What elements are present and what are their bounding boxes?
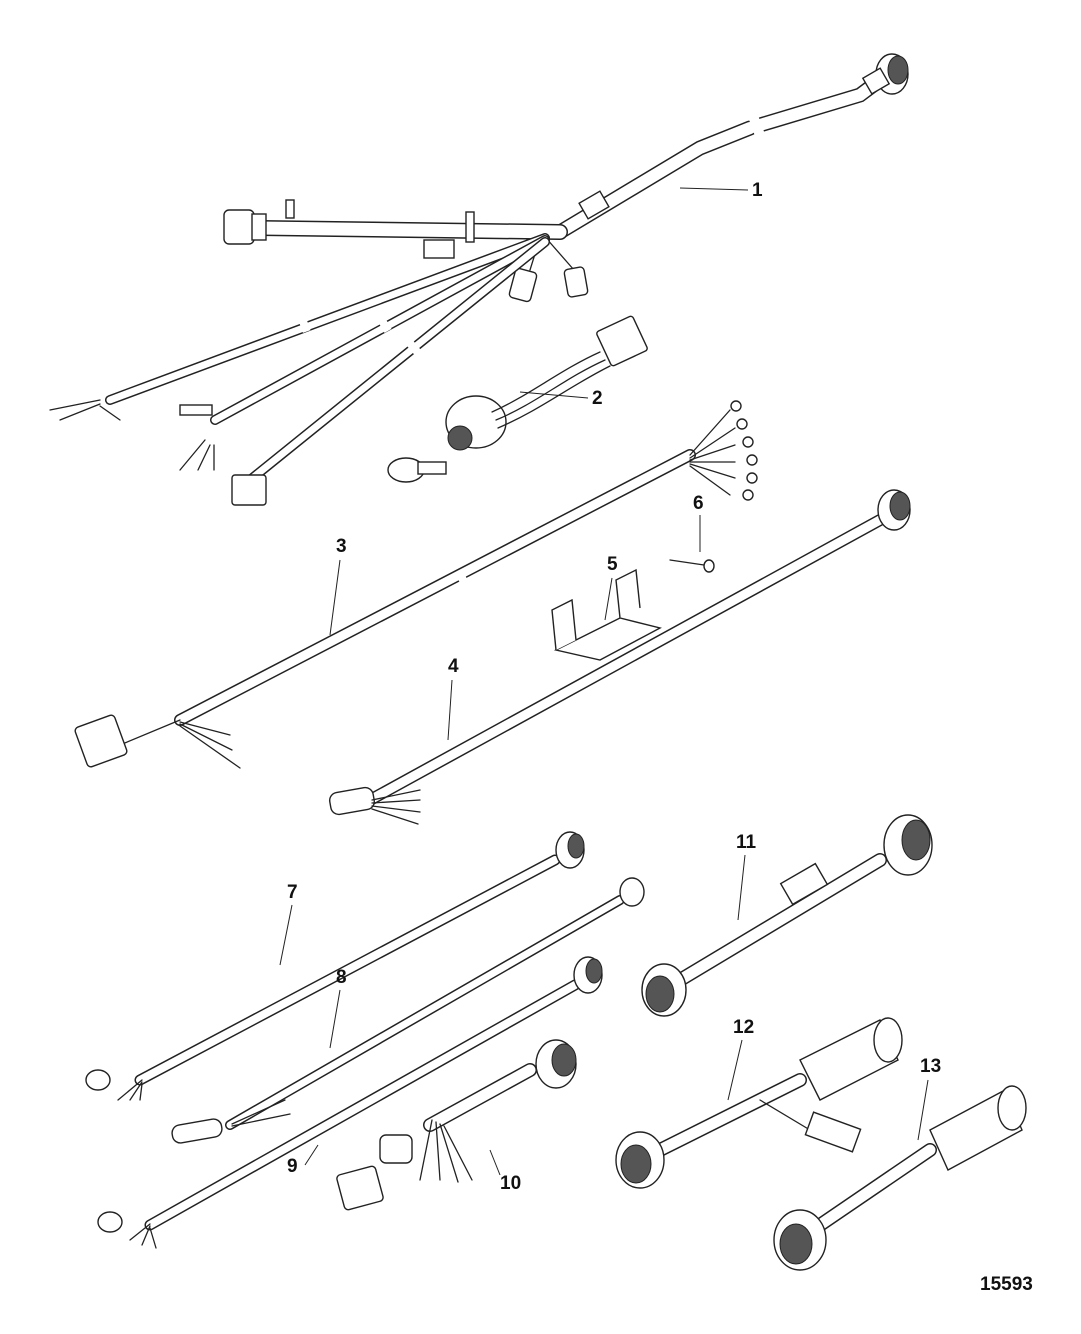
- part-12-adapter: [615, 1017, 903, 1189]
- callout-2: 2: [592, 388, 603, 409]
- part-11-adapter: [641, 814, 933, 1017]
- part-9-harness: [97, 956, 603, 1249]
- callout-5: 5: [607, 554, 618, 575]
- part-4-harness: [328, 489, 911, 825]
- part-7-harness: [85, 831, 585, 1101]
- part-3-harness: [74, 400, 758, 769]
- callout-11: 11: [736, 832, 757, 853]
- callout-9: 9: [287, 1156, 298, 1177]
- callout-4: 4: [448, 656, 459, 677]
- callout-3: 3: [336, 536, 347, 557]
- part-5-bracket: [551, 568, 662, 661]
- part-2-ignition-switch: [387, 315, 648, 483]
- part-1-round-connector: [861, 53, 909, 95]
- part-8-harness: [171, 877, 645, 1144]
- part-1-branch-terminals: [49, 399, 267, 506]
- part-1-small-connectors: [423, 237, 589, 303]
- callouts: 1 2 3 4 5 6 7 8 9 10 11 12 13: [287, 180, 941, 1194]
- figure-number: 15593: [980, 1274, 1033, 1295]
- part-13-adapter: [773, 1085, 1027, 1271]
- part-10-harness: [336, 1039, 577, 1211]
- callout-12: 12: [733, 1017, 754, 1038]
- part-1-left-connector: [223, 199, 475, 245]
- callout-10: 10: [500, 1173, 521, 1194]
- part-2-key: [387, 457, 447, 483]
- leader-lines: [279, 187, 929, 1176]
- part-6-screw: [669, 559, 715, 573]
- part-3-ring-terminals: [730, 400, 758, 501]
- part-1-clip: [578, 190, 610, 220]
- callout-1: 1: [752, 180, 763, 201]
- callout-8: 8: [336, 967, 347, 988]
- callout-7: 7: [287, 882, 298, 903]
- callout-6: 6: [693, 493, 704, 514]
- part-1-main-harness: [49, 53, 909, 506]
- callout-13: 13: [920, 1056, 941, 1077]
